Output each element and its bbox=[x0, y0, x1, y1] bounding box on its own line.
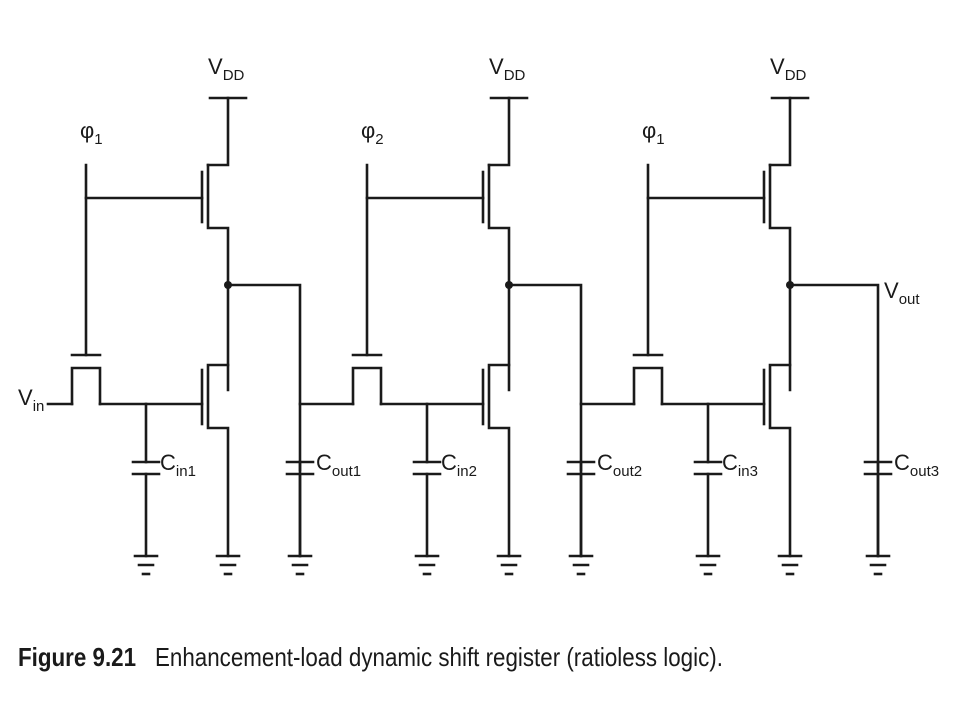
driver-transistor-channel bbox=[768, 363, 792, 558]
capacitor-in-ground bbox=[133, 554, 159, 576]
pass-transistor-channel bbox=[351, 366, 383, 406]
capacitor-in-label: Cin1 bbox=[160, 450, 196, 480]
output-node bbox=[507, 283, 583, 558]
vdd-to-load-drain bbox=[768, 96, 792, 167]
vdd-to-load-drain bbox=[487, 96, 511, 167]
figure-number: Figure 9.21 bbox=[18, 642, 137, 672]
driver-transistor-channel bbox=[206, 363, 230, 558]
clock-label-sub: 2 bbox=[375, 131, 383, 148]
capacitor-out-label-sub: out2 bbox=[613, 463, 642, 480]
vdd-label-base: V bbox=[208, 54, 223, 79]
capacitor-in-label-base: C bbox=[722, 450, 738, 475]
vout-label-base: V bbox=[884, 278, 899, 303]
pass-transistor-channel bbox=[632, 366, 664, 406]
load-transistor-channel bbox=[768, 163, 792, 392]
capacitor-out bbox=[566, 460, 596, 576]
vin-label-sub: in bbox=[33, 398, 45, 415]
figure-caption: Figure 9.21 Enhancement-load dynamic shif… bbox=[18, 642, 723, 673]
load-transistor-channel bbox=[206, 163, 230, 392]
output-node bbox=[226, 283, 302, 558]
capacitor-in-ground bbox=[695, 554, 721, 576]
capacitor-out-label: Cout1 bbox=[316, 450, 361, 480]
clock-label-sub: 1 bbox=[656, 131, 664, 148]
capacitor-in-ground bbox=[414, 554, 440, 576]
figure-caption-text: Enhancement-load dynamic shift register … bbox=[154, 642, 723, 672]
capacitor-out-label-base: C bbox=[894, 450, 910, 475]
clock-label-sub: 1 bbox=[94, 131, 102, 148]
capacitor-in-label-sub: in3 bbox=[738, 463, 758, 480]
vdd-label-base: V bbox=[489, 54, 504, 79]
vdd-label-sub: DD bbox=[504, 67, 526, 84]
vin-label-base: V bbox=[18, 385, 33, 410]
clock-label-base: φ bbox=[642, 118, 656, 143]
vdd-label: VDD bbox=[489, 54, 526, 84]
capacitor-out-label: Cout3 bbox=[894, 450, 939, 480]
vout-label-sub: out bbox=[899, 291, 921, 308]
capacitor-out bbox=[863, 460, 893, 576]
vdd-label: VDD bbox=[208, 54, 245, 84]
output-node bbox=[788, 283, 880, 558]
vdd-to-load-drain bbox=[206, 96, 230, 167]
clock-label: φ1 bbox=[80, 118, 103, 148]
capacitor-in-label: Cin3 bbox=[722, 450, 758, 480]
vdd-label: VDD bbox=[770, 54, 807, 84]
capacitor-in bbox=[412, 402, 442, 576]
clock-label: φ2 bbox=[361, 118, 384, 148]
vdd-label-base: V bbox=[770, 54, 785, 79]
vout-label: Vout bbox=[884, 278, 920, 308]
capacitor-out bbox=[285, 460, 315, 576]
driver-ground bbox=[215, 554, 241, 576]
capacitor-out-label-sub: out3 bbox=[910, 463, 939, 480]
capacitor-in bbox=[693, 402, 723, 576]
capacitor-out-ground bbox=[568, 554, 594, 576]
load-transistor-channel bbox=[487, 163, 511, 392]
capacitor-in-label-sub: in1 bbox=[176, 463, 196, 480]
pass-transistor-channel bbox=[70, 366, 102, 406]
vdd-label-sub: DD bbox=[223, 67, 245, 84]
capacitor-out-label-base: C bbox=[597, 450, 613, 475]
driver-ground bbox=[496, 554, 522, 576]
capacitor-out-label: Cout2 bbox=[597, 450, 642, 480]
capacitor-in-label-base: C bbox=[160, 450, 176, 475]
clock-label: φ1 bbox=[642, 118, 665, 148]
capacitor-out-label-base: C bbox=[316, 450, 332, 475]
capacitor-in bbox=[131, 402, 161, 576]
capacitor-in-label-base: C bbox=[441, 450, 457, 475]
vin-label: Vin bbox=[18, 385, 44, 415]
vdd-label-sub: DD bbox=[785, 67, 807, 84]
clock-label-base: φ bbox=[361, 118, 375, 143]
clock-label-base: φ bbox=[80, 118, 94, 143]
driver-ground bbox=[777, 554, 803, 576]
capacitor-out-label-sub: out1 bbox=[332, 463, 361, 480]
capacitor-out-ground bbox=[865, 554, 891, 576]
capacitor-out-ground bbox=[287, 554, 313, 576]
driver-transistor-channel bbox=[487, 363, 511, 558]
capacitor-in-label: Cin2 bbox=[441, 450, 477, 480]
capacitor-in-label-sub: in2 bbox=[457, 463, 477, 480]
